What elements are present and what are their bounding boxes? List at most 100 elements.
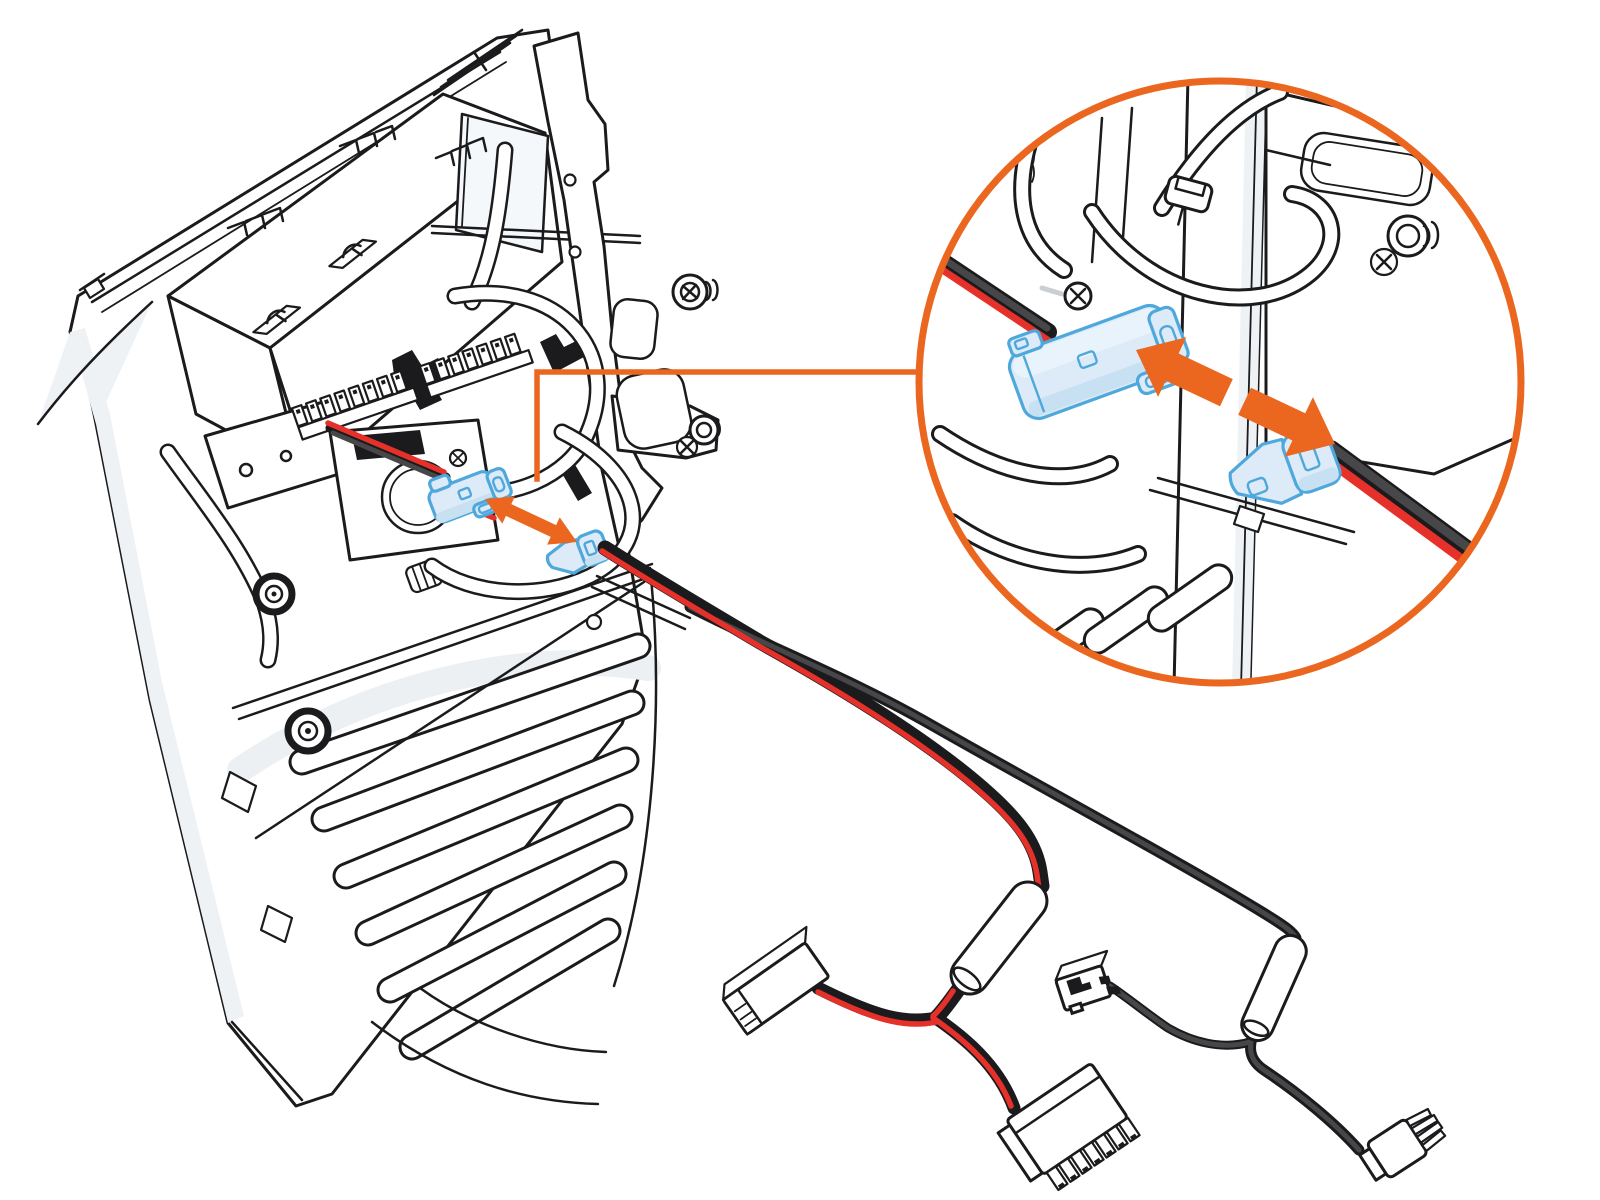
socket-window bbox=[457, 486, 473, 501]
mount-base bbox=[328, 238, 378, 270]
rod-eyelet bbox=[585, 613, 603, 631]
four-pin-connector bbox=[1358, 1107, 1447, 1182]
red-wire bbox=[919, 253, 1053, 345]
roller-hub bbox=[264, 584, 284, 604]
rivet-boss bbox=[1386, 214, 1430, 258]
plug-wire-band bbox=[1318, 440, 1494, 576]
disconnect-arrow-small bbox=[485, 496, 577, 545]
connector-end bbox=[721, 988, 764, 1036]
wire-outline bbox=[325, 423, 451, 482]
strip-teeth bbox=[418, 332, 522, 386]
pin-prong bbox=[1415, 1120, 1444, 1144]
mount-base bbox=[252, 304, 302, 336]
rivet-inner bbox=[1395, 223, 1421, 249]
inline-connector-socket bbox=[427, 467, 513, 524]
grille-slat-face bbox=[291, 635, 649, 773]
multi-pin-connector bbox=[996, 1063, 1141, 1192]
pin-prong bbox=[1405, 1107, 1433, 1128]
red-wire bbox=[599, 548, 1042, 892]
vent-slits bbox=[434, 136, 488, 167]
ferrite-bead bbox=[949, 880, 1049, 996]
cable-clamp bbox=[1163, 174, 1214, 226]
tab-slot bbox=[1071, 1005, 1081, 1012]
mount-arch bbox=[341, 243, 363, 259]
ferrite-cylinder bbox=[949, 880, 1049, 996]
support-arm bbox=[162, 446, 277, 666]
roller-axle bbox=[305, 728, 311, 734]
door-corner-shade bbox=[38, 302, 152, 424]
door-corner-curve bbox=[36, 300, 154, 426]
boss-cylinder bbox=[688, 414, 720, 446]
plate-hole bbox=[238, 462, 254, 478]
roller-hub bbox=[297, 720, 319, 742]
damper-rod bbox=[254, 580, 646, 840]
grille-slat-face bbox=[379, 863, 625, 1001]
clamp-stem bbox=[1177, 205, 1185, 226]
mech-tube bbox=[946, 516, 1144, 571]
cable-tube bbox=[426, 426, 639, 598]
louver-slat-magnified bbox=[1146, 563, 1234, 633]
red-wire bbox=[1321, 454, 1483, 576]
socket-shade bbox=[1028, 352, 1176, 417]
cable-tie-mount bbox=[328, 238, 378, 270]
screw-hole bbox=[568, 245, 582, 259]
black-wire bbox=[1248, 1035, 1362, 1153]
side-block bbox=[1098, 975, 1121, 995]
slat bbox=[1146, 563, 1234, 633]
roller-axle bbox=[271, 591, 277, 597]
disconnect-arrow-lower bbox=[1238, 387, 1335, 457]
latch-bump bbox=[1246, 476, 1269, 497]
pair-band-left bbox=[811, 981, 943, 1027]
clamp-slot bbox=[1174, 175, 1207, 198]
screw-cross bbox=[452, 452, 464, 464]
inline-connector-plug bbox=[545, 529, 611, 575]
shelf-bracket bbox=[1232, 504, 1266, 534]
latch-mark bbox=[1066, 976, 1092, 996]
black-wire bbox=[687, 604, 1299, 941]
boss-inner bbox=[679, 281, 701, 303]
hinge-line bbox=[78, 272, 106, 292]
louver-slat-magnified bbox=[1082, 585, 1170, 655]
wiring-harness bbox=[597, 540, 1447, 1192]
side-rail bbox=[430, 224, 642, 245]
red-wire bbox=[930, 988, 956, 1019]
grille-bottom-lip bbox=[370, 986, 608, 1106]
screw-hole bbox=[563, 173, 577, 187]
dark-wire bbox=[1328, 443, 1490, 565]
shelf-edge bbox=[590, 574, 692, 631]
post-line bbox=[1240, 81, 1258, 683]
ferrite-end bbox=[952, 966, 982, 992]
mechanism-assembly bbox=[159, 141, 692, 755]
mech-tube bbox=[934, 428, 1116, 483]
magnified-scene bbox=[919, 81, 1521, 683]
dark-cores bbox=[687, 604, 1362, 1153]
pin-marks bbox=[423, 337, 514, 373]
red-wire bbox=[930, 1015, 1014, 1109]
grille-clip bbox=[259, 904, 294, 944]
lip-slot bbox=[491, 476, 506, 493]
cable-tube bbox=[449, 287, 604, 500]
pin-teeth bbox=[1045, 1116, 1141, 1192]
end-slots bbox=[733, 1002, 757, 1027]
screw-shaft bbox=[1039, 285, 1065, 297]
screw-cross bbox=[1069, 287, 1087, 305]
end-line bbox=[1022, 355, 1046, 413]
slat bbox=[1082, 585, 1170, 655]
plug-shade bbox=[1298, 467, 1339, 491]
pin-tips bbox=[1057, 1133, 1138, 1190]
grille-slat-face bbox=[401, 920, 619, 1058]
connector-socket-magnified bbox=[1007, 303, 1190, 421]
terminal-strip bbox=[418, 332, 534, 399]
leader-line bbox=[534, 369, 919, 482]
contact-scribble bbox=[560, 463, 592, 501]
feed-wire-pair bbox=[325, 420, 452, 485]
plate-hole bbox=[279, 449, 293, 463]
body-line bbox=[1015, 1076, 1100, 1134]
rivet-ridges bbox=[1422, 220, 1440, 250]
pair-band bbox=[597, 540, 1050, 894]
gear-box-slot bbox=[352, 430, 425, 460]
boss-ridges bbox=[704, 278, 719, 302]
pin-prong bbox=[1421, 1129, 1447, 1153]
screw-cross bbox=[1375, 253, 1393, 271]
